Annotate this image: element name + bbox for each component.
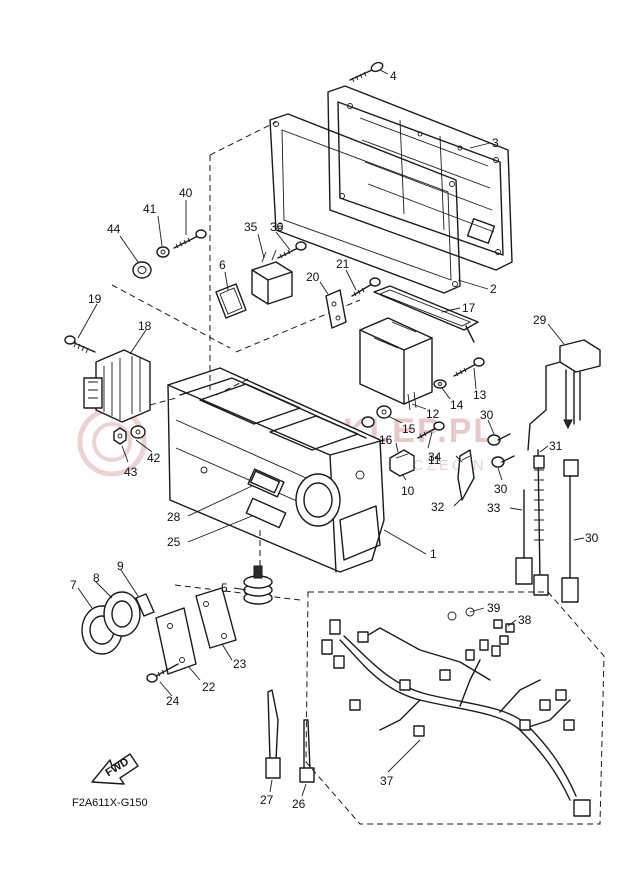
callout-20: 20	[306, 270, 320, 284]
callout-23: 23	[233, 657, 247, 671]
part-1-electrical-box	[167, 367, 385, 573]
part-30-screw-a	[487, 433, 511, 446]
callout-3: 3	[492, 136, 499, 150]
part-19-screw	[64, 335, 96, 354]
part-34-lead	[515, 489, 533, 585]
part-15-grommet	[361, 405, 392, 428]
callout-24: 24	[166, 694, 180, 708]
callout-27: 27	[260, 793, 274, 807]
callout-2: 2	[490, 282, 497, 296]
part-6-pad	[215, 283, 247, 319]
callout-8: 8	[93, 571, 100, 585]
callout-1: 1	[430, 547, 437, 561]
part-44-nut	[113, 427, 127, 445]
callout-30a: 30	[480, 408, 494, 422]
callout-37: 36	[270, 220, 284, 234]
callout-4: 4	[390, 69, 397, 83]
part-24-screw	[146, 663, 179, 683]
part-30-screw-b	[491, 455, 515, 468]
callout-5: 5	[221, 581, 228, 595]
callout-6: 6	[219, 258, 226, 272]
callout-40: 39	[487, 601, 501, 615]
part-8-ring	[103, 591, 141, 637]
part-32-lead	[533, 449, 549, 596]
callout-28: 28	[167, 510, 181, 524]
part-4-screw	[349, 61, 384, 83]
part-42-washer	[156, 246, 170, 258]
callout-39: 38	[518, 613, 532, 627]
callout-17: 17	[462, 301, 476, 315]
part-35-cap	[457, 449, 475, 501]
part-2-gasket	[269, 113, 461, 294]
part-21-screw	[351, 277, 381, 297]
callout-11: 11	[428, 453, 441, 467]
part-29-connector	[527, 339, 601, 451]
diagram-code: F2A611X-G150	[72, 797, 148, 809]
part-20-bracket	[325, 289, 347, 329]
callout-19: 19	[88, 292, 102, 306]
part-26-tie	[299, 719, 315, 783]
callout-31: 30	[585, 531, 599, 545]
part-11-screw	[417, 421, 445, 439]
callouts: 4 3 2 40 41 44 35 36 6 20 21 17 29 19 18…	[70, 69, 599, 811]
callout-41: 40	[179, 186, 193, 200]
callout-26: 26	[292, 797, 306, 811]
callout-22: 22	[202, 680, 216, 694]
callout-34: 33	[487, 501, 501, 515]
callout-16: 16	[379, 433, 393, 447]
part-45-spacer	[132, 261, 152, 279]
part-3-cover	[327, 85, 513, 271]
callout-44: 43	[124, 465, 138, 479]
callout-18: 18	[138, 319, 152, 333]
part-22-plate	[155, 607, 197, 675]
part-23-plate	[195, 587, 237, 649]
callout-12: 12	[426, 407, 440, 421]
watermark-logo-inner	[92, 422, 132, 462]
fwd-arrow: FWD	[91, 753, 139, 785]
part-38-wire-harness	[305, 591, 605, 825]
callout-43: 42	[147, 451, 161, 465]
part-28-label	[249, 470, 281, 494]
part-17-band	[373, 285, 479, 343]
part-36-relay	[251, 249, 293, 305]
callout-35: 34	[428, 450, 442, 464]
callout-29: 29	[533, 313, 547, 327]
callout-7: 7	[70, 578, 77, 592]
callout-21: 21	[336, 257, 350, 271]
callout-25: 25	[167, 535, 181, 549]
callout-38: 37	[380, 774, 394, 788]
callout-15: 15	[402, 422, 416, 436]
callout-10: 10	[401, 484, 415, 498]
callout-33: 32	[431, 500, 445, 514]
part-43-washer	[130, 425, 146, 439]
part-14-washer	[433, 379, 447, 389]
part-31-lead	[561, 459, 579, 603]
part-27-tie	[265, 689, 281, 779]
part-5-damper	[243, 565, 273, 605]
callout-42: 41	[143, 202, 157, 216]
part-18-rectifier	[83, 349, 151, 423]
callout-32: 31	[549, 439, 563, 453]
part-41-bolt	[173, 229, 207, 249]
callout-13: 13	[473, 388, 487, 402]
part-16-holder	[389, 449, 415, 477]
part-9-clip	[135, 593, 155, 617]
callout-45: 44	[107, 222, 121, 236]
callout-9: 9	[117, 559, 124, 573]
callout-36: 35	[244, 220, 258, 234]
part-12-cdi-unit	[359, 317, 433, 411]
part-37-screw	[277, 241, 307, 259]
part-13-screw	[453, 357, 485, 377]
callout-14: 14	[450, 398, 464, 412]
callout-30b: 30	[494, 482, 508, 496]
